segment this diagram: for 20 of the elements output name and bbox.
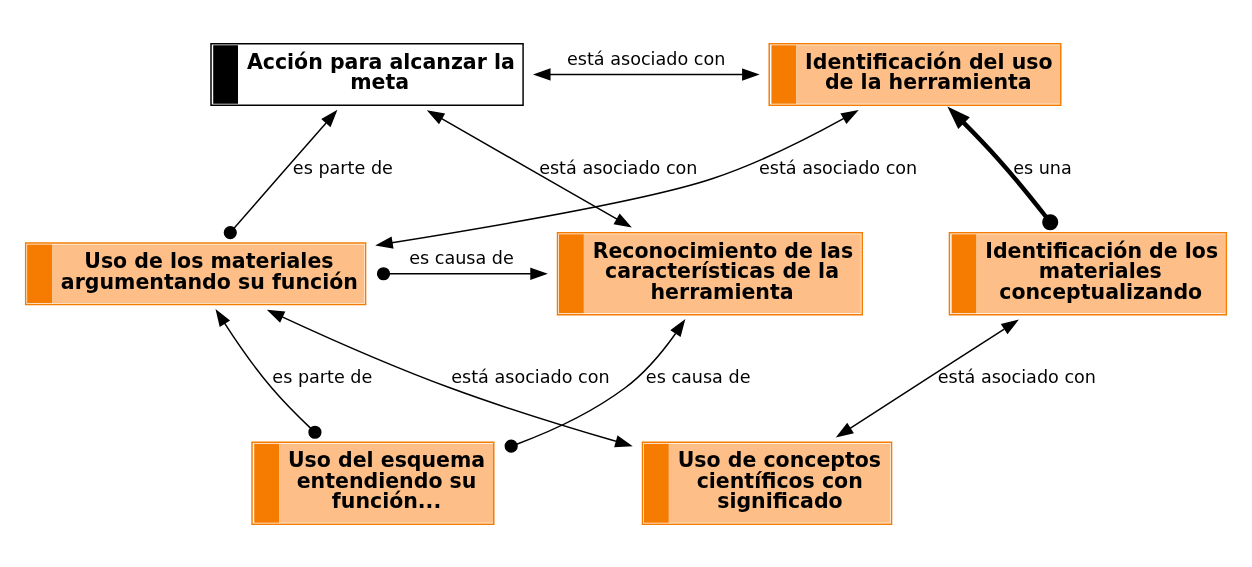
edge-label: está asociado con <box>758 157 918 178</box>
edge-label: es parte de <box>292 157 393 178</box>
edge-label: está asociado con <box>567 48 726 69</box>
arrow <box>426 109 632 228</box>
arrow <box>215 308 322 439</box>
edge-label: está asociado con <box>937 366 1096 387</box>
edge-label: es causa de <box>409 247 514 268</box>
arrow <box>532 67 760 81</box>
arrow <box>223 109 338 239</box>
arrow <box>835 319 1019 437</box>
edge-label: es causa de <box>645 366 751 387</box>
edge-label: es parte de <box>272 366 373 387</box>
arrow <box>376 266 548 280</box>
arrow <box>947 106 1059 230</box>
edge-label: está asociado con <box>539 157 698 178</box>
edge-label: es una <box>1013 157 1072 178</box>
arrow <box>266 309 633 447</box>
arrow <box>504 318 686 453</box>
edge-label: está asociado con <box>451 366 610 387</box>
arrow <box>375 109 859 249</box>
